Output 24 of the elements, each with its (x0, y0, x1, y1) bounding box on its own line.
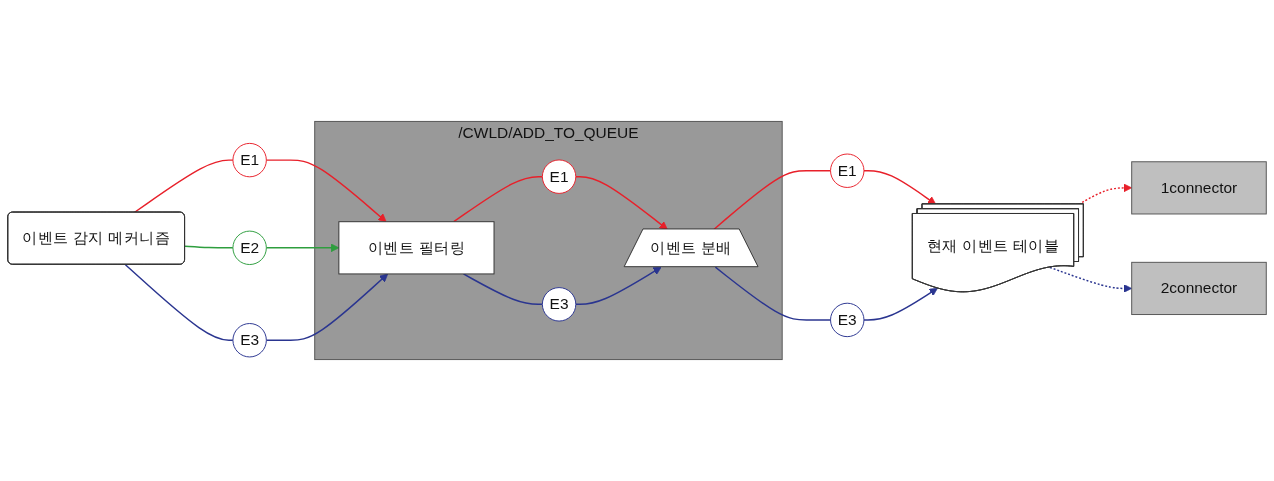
node-circle: E3 (830, 302, 865, 338)
node-box: 1connector (1131, 161, 1267, 215)
node-box: 2connector (1131, 261, 1267, 316)
node-circle: E3 (232, 323, 267, 358)
node-circle: E1 (232, 142, 267, 178)
connector (462, 273, 544, 306)
connector (453, 175, 544, 223)
arrow (863, 170, 937, 205)
arrow (265, 243, 340, 253)
arrow (575, 266, 662, 306)
arrow (265, 159, 387, 223)
node-circle: E3 (541, 287, 577, 322)
node-circle: E1 (830, 153, 865, 188)
connector (184, 245, 234, 249)
arrow (265, 273, 389, 341)
arrow (1049, 266, 1133, 293)
node-circle: E2 (232, 230, 267, 266)
arrow (575, 175, 668, 230)
connector (124, 264, 234, 341)
node-circle: E1 (541, 159, 577, 194)
arrow (863, 287, 938, 321)
connector (714, 266, 832, 321)
connector (133, 159, 234, 214)
node-box: 이벤트 필터링 (338, 221, 495, 275)
